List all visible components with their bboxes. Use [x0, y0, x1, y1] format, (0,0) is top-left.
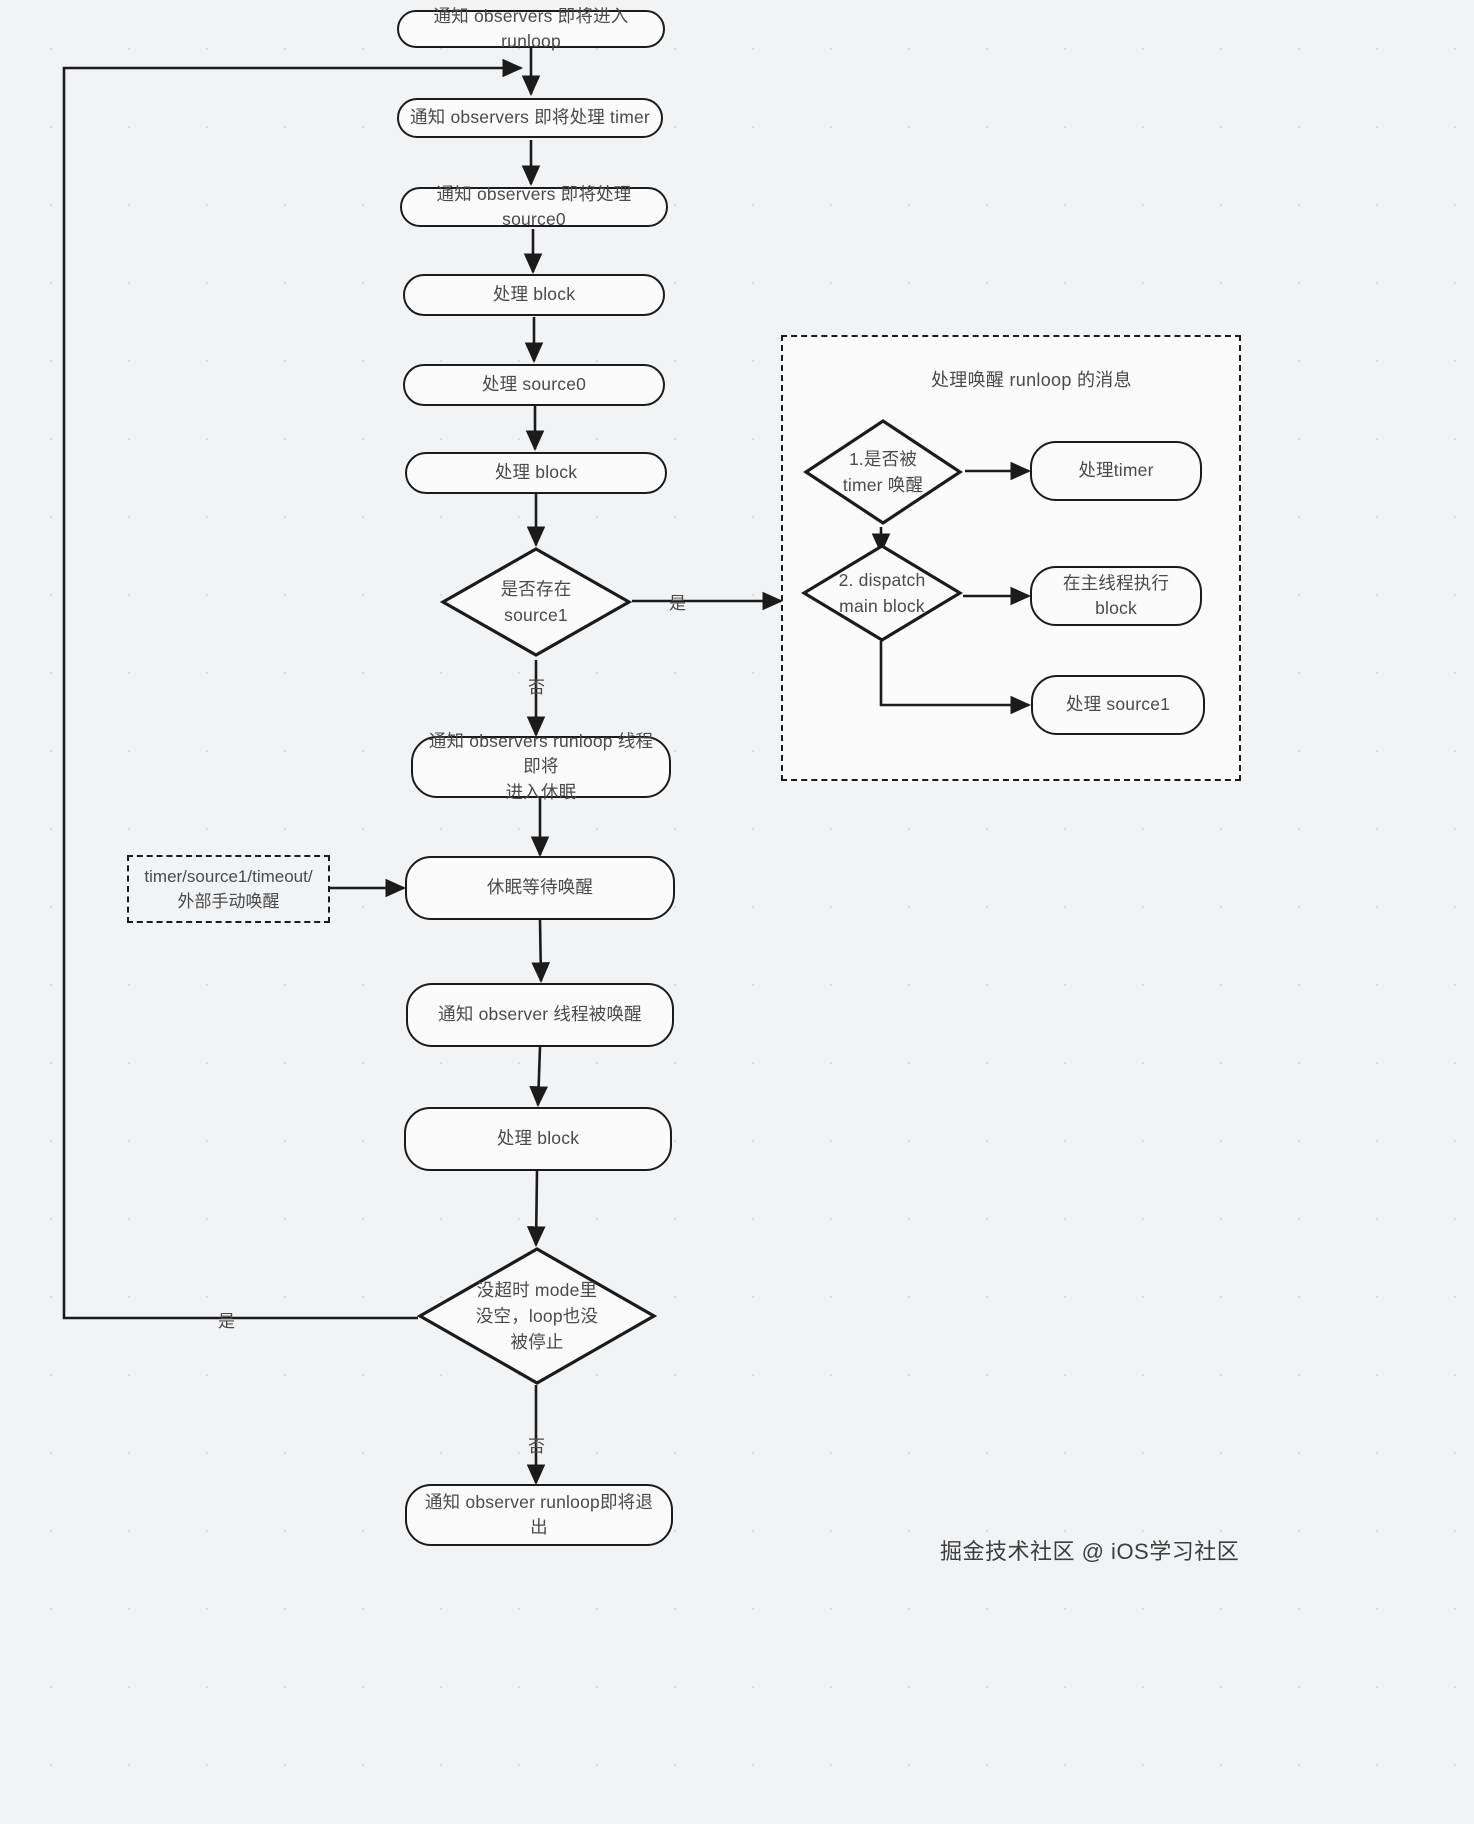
node-notify-exit[interactable]: 通知 observer runloop即将退出 — [405, 1484, 673, 1546]
note-wake-sources-label: timer/source1/timeout/ 外部手动唤醒 — [144, 866, 313, 912]
edge-label-loop-no: 否 — [528, 1437, 545, 1456]
decision-woken-by-timer[interactable]: 1.是否被 timer 唤醒 — [803, 418, 963, 526]
decision-has-source1[interactable]: 是否存在 source1 — [440, 546, 632, 658]
edge-label-source1-yes: 是 — [669, 594, 686, 613]
decision-has-source1-label: 是否存在 source1 — [500, 578, 572, 625]
diamond-shape — [803, 419, 963, 525]
node-notify-awake[interactable]: 通知 observer 线程被唤醒 — [406, 983, 674, 1047]
node-main-thread-block[interactable]: 在主线程执行block — [1030, 566, 1202, 626]
node-notify-enter-runloop[interactable]: 通知 observers 即将进入 runloop — [397, 6, 665, 51]
decision-dispatch-main-block-label: 2. dispatch main block — [838, 569, 926, 616]
node-handle-block-2[interactable]: 处理 block — [405, 452, 667, 494]
edge-label-loop-yes: 是 — [218, 1312, 235, 1331]
node-handle-source0[interactable]: 处理 source0 — [403, 364, 665, 406]
node-notify-sleep-label: 通知 observers runloop 线程即将 进入休眠 — [428, 730, 654, 802]
decision-woken-by-timer-label: 1.是否被 timer 唤醒 — [842, 448, 924, 495]
node-notify-timer[interactable]: 通知 observers 即将处理 timer — [397, 98, 663, 138]
wake-message-group-title: 处理唤醒 runloop 的消息 — [931, 370, 1132, 390]
node-sleep-wait[interactable]: 休眠等待唤醒 — [405, 856, 675, 920]
edge-label-source1-no: 否 — [528, 678, 545, 697]
decision-loop-continue[interactable]: 没超时 mode里 没空，loop也没 被停止 — [417, 1246, 657, 1386]
node-handle-source1[interactable]: 处理 source1 — [1031, 675, 1205, 735]
diamond-shape — [801, 544, 963, 642]
node-notify-sleep[interactable]: 通知 observers runloop 线程即将 进入休眠 — [411, 731, 671, 802]
watermark: 掘金技术社区 @ iOS学习社区 — [940, 1539, 1240, 1564]
node-handle-block-3[interactable]: 处理 block — [404, 1107, 672, 1171]
node-handle-block-1[interactable]: 处理 block — [403, 274, 665, 316]
decision-loop-continue-label: 没超时 mode里 没空，loop也没 被停止 — [475, 1279, 599, 1353]
note-wake-sources: timer/source1/timeout/ 外部手动唤醒 — [127, 855, 330, 923]
node-notify-source0[interactable]: 通知 observers 即将处理 source0 — [400, 184, 668, 229]
decision-dispatch-main-block[interactable]: 2. dispatch main block — [801, 543, 963, 643]
node-handle-timer[interactable]: 处理timer — [1030, 441, 1202, 501]
